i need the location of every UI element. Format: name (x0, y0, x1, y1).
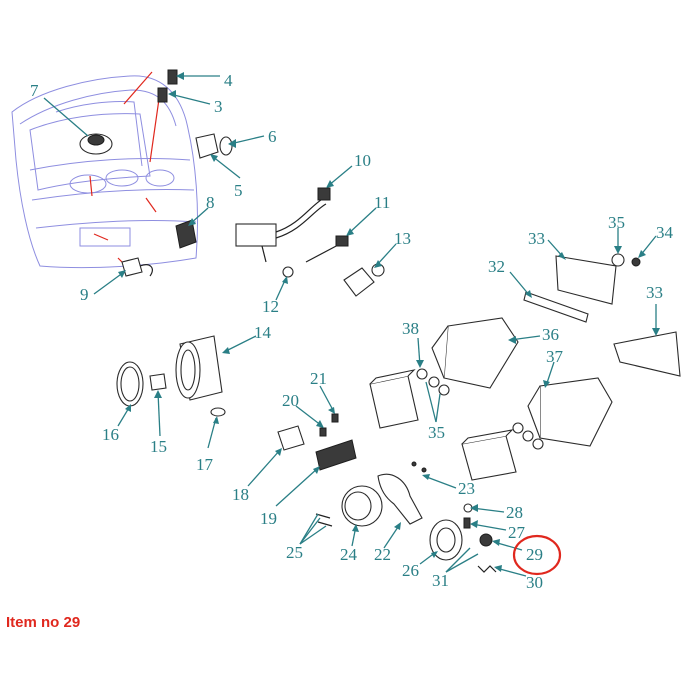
part-21-fuse (331, 413, 339, 423)
part-11-sensor-lead (305, 235, 349, 263)
part-rear-lamp-box-right (461, 429, 517, 481)
label-22: 22 (374, 545, 391, 564)
part-26-horn (429, 519, 463, 561)
part-30-spring (477, 565, 497, 573)
part-7-ignition-switch (79, 133, 113, 155)
part-24-gauge (341, 485, 383, 527)
label-31: 31 (432, 571, 449, 590)
part-37-lamp-shroud (527, 377, 613, 447)
part-13-bulb-holder (343, 263, 385, 297)
part-34-nut (631, 257, 641, 267)
part-9-connector (121, 257, 153, 277)
part-8-rocker-switch (175, 219, 197, 249)
label-16: 16 (102, 425, 119, 444)
label-13: 13 (394, 229, 411, 248)
label-14: 14 (254, 323, 272, 342)
part-rear-lamp-box-left (369, 369, 419, 429)
label-28: 28 (506, 503, 523, 522)
label-33-top: 33 (528, 229, 545, 248)
label-20: 20 (282, 391, 299, 410)
part-3-switch (157, 87, 168, 103)
part-6-key-switch (195, 133, 233, 159)
part-33-bracket-top (555, 255, 617, 305)
label-7: 7 (30, 81, 39, 100)
label-30: 30 (526, 573, 543, 592)
label-37: 37 (546, 347, 564, 366)
part-27-bolt (463, 517, 471, 529)
part-33-bracket-right (613, 331, 681, 377)
label-27: 27 (508, 523, 526, 542)
part-22-bracket (377, 473, 423, 525)
label-15: 15 (150, 437, 167, 456)
part-12-washer (282, 266, 294, 278)
part-32-strip (523, 291, 589, 323)
part-18-relay (277, 425, 305, 451)
label-8: 8 (206, 193, 215, 212)
label-33-right: 33 (646, 283, 663, 302)
part-35-bulb (611, 253, 625, 267)
leader-lines (43, 72, 660, 577)
label-35-top: 35 (608, 213, 625, 232)
label-3: 3 (214, 97, 223, 116)
callout-numbers: 7 4 3 6 5 8 9 10 11 12 13 14 16 15 17 18… (30, 71, 674, 592)
label-12: 12 (262, 297, 279, 316)
label-10: 10 (354, 151, 371, 170)
part-14-headlamp-housing (175, 335, 223, 401)
label-21: 21 (310, 369, 327, 388)
label-25: 25 (286, 543, 303, 562)
label-32: 32 (488, 257, 505, 276)
label-34: 34 (656, 223, 674, 242)
part-17-washer (210, 407, 226, 417)
part-29-switch-knob (479, 533, 493, 547)
highlight-circle (512, 534, 562, 576)
part-4-switch (167, 69, 178, 85)
label-9: 9 (80, 285, 89, 304)
label-35-bottom: 35 (428, 423, 445, 442)
part-15-bulb (149, 373, 167, 391)
part-19-fuse-holder (315, 439, 357, 471)
label-17: 17 (196, 455, 214, 474)
part-36-lamp-shroud (431, 317, 519, 389)
part-10-wire-harness (235, 187, 331, 263)
label-24: 24 (340, 545, 358, 564)
label-38: 38 (402, 319, 419, 338)
part-23-nuts (411, 461, 427, 473)
label-4: 4 (224, 71, 233, 90)
part-20-terminal (319, 427, 327, 437)
label-36: 36 (542, 325, 559, 344)
label-18: 18 (232, 485, 249, 504)
part-16-lens-ring (116, 361, 144, 407)
label-19: 19 (260, 509, 277, 528)
label-26: 26 (402, 561, 419, 580)
label-5: 5 (234, 181, 243, 200)
label-23: 23 (458, 479, 475, 498)
item-caption: Item no 29 (6, 614, 81, 631)
label-6: 6 (268, 127, 277, 146)
part-38-bulbs (416, 368, 544, 450)
label-11: 11 (374, 193, 390, 212)
dashboard-hood-drawing (11, 71, 199, 269)
label-29: 29 (526, 545, 543, 564)
